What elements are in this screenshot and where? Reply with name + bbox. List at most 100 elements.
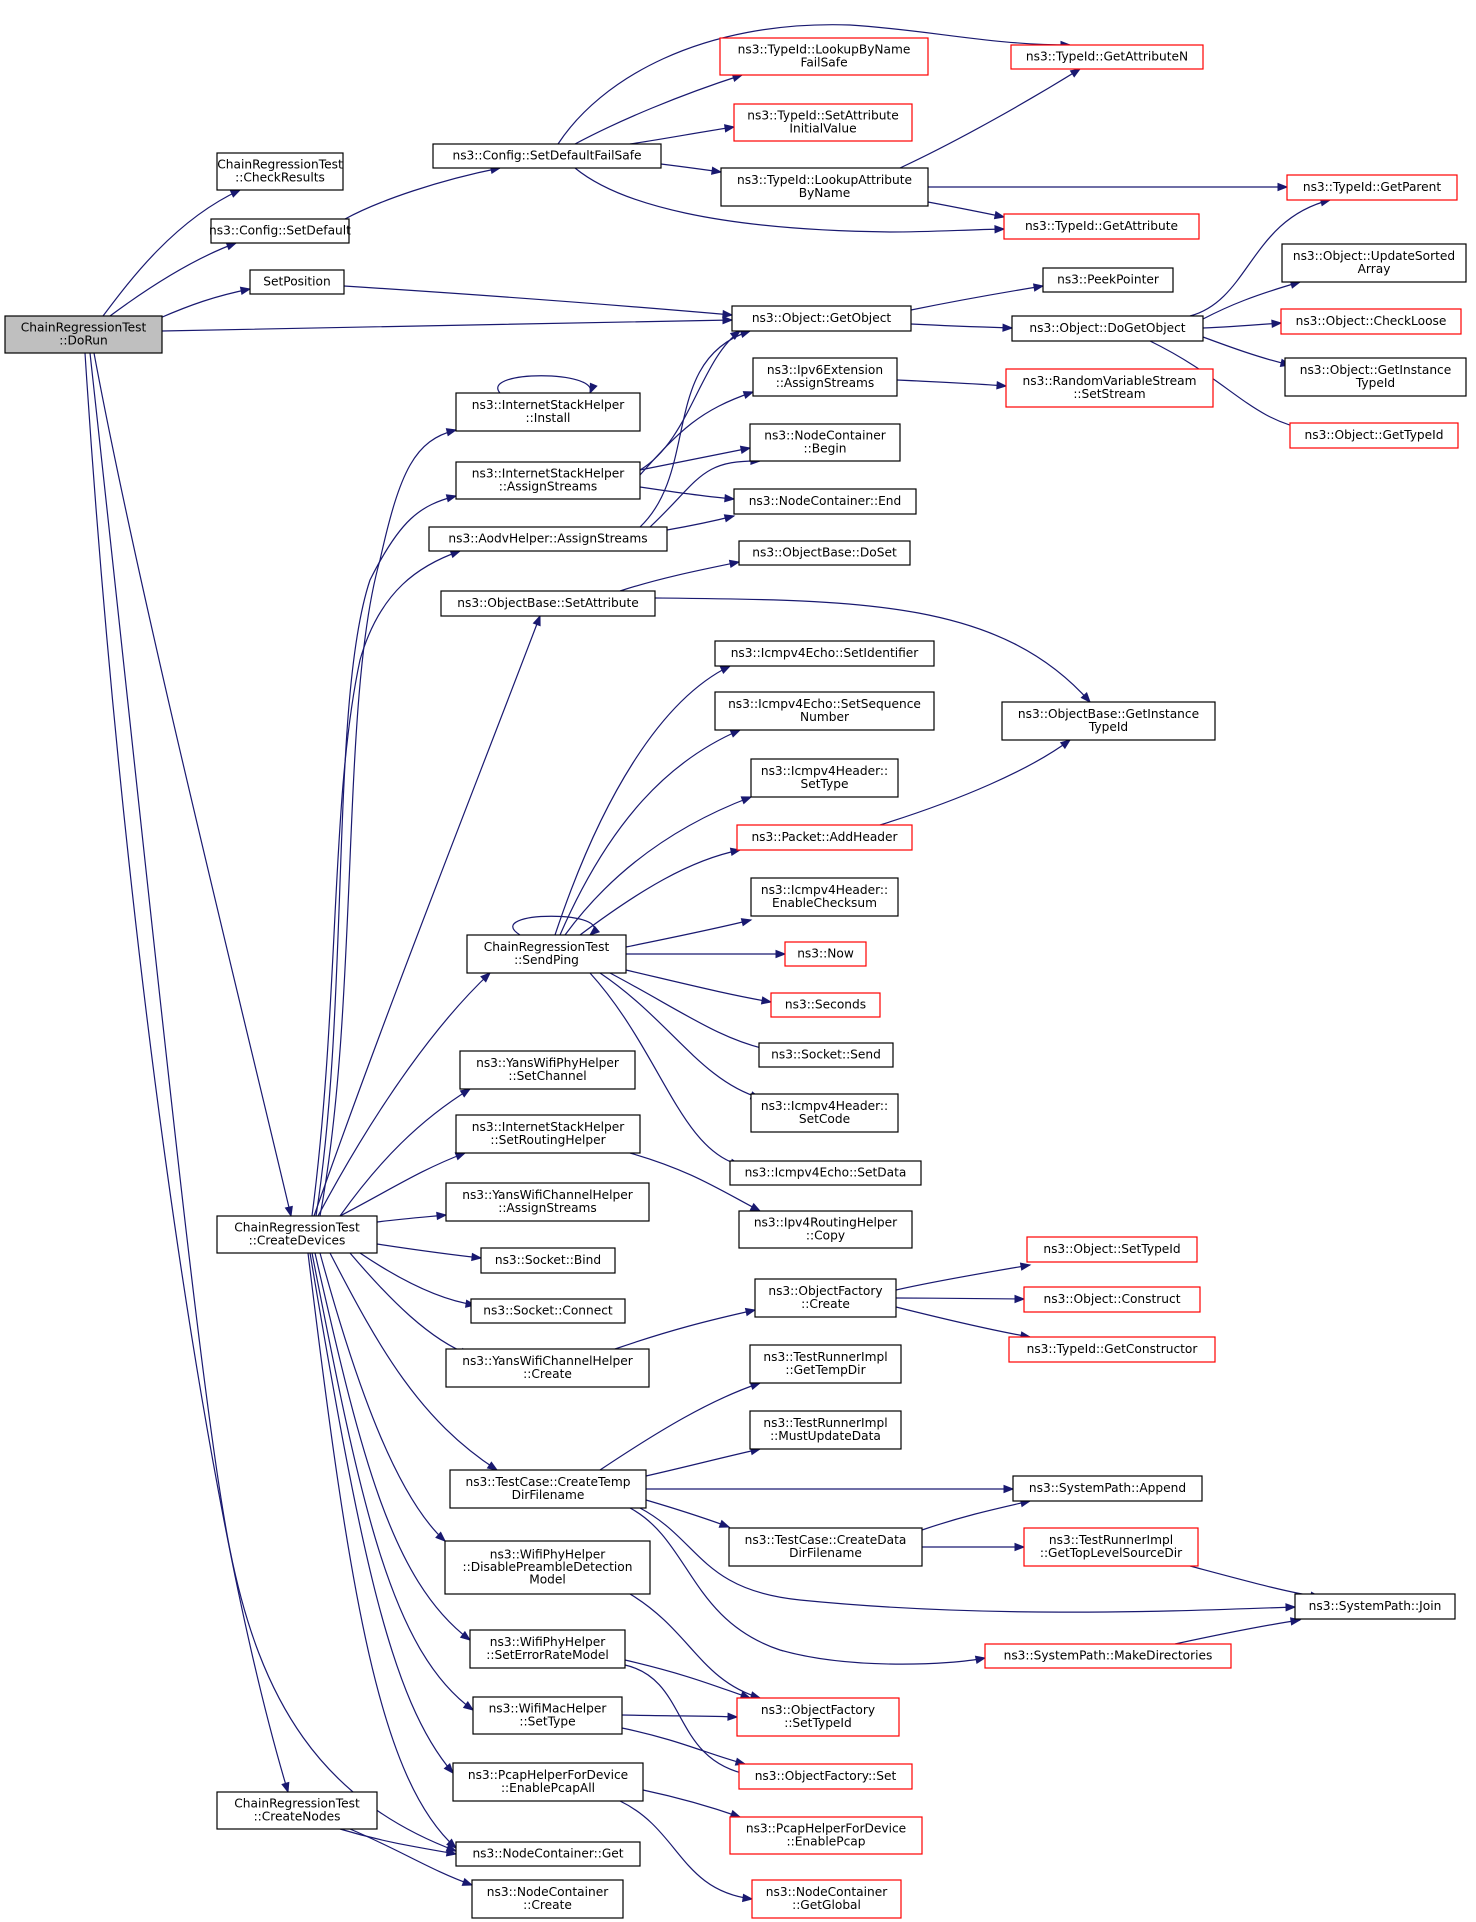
node-pcap_enablepcapall[interactable]: ns3::PcapHelperForDevice::EnablePcapAll bbox=[452, 1762, 644, 1802]
node-sp_makedirectories[interactable]: ns3::SystemPath::MakeDirectories bbox=[984, 1643, 1232, 1669]
node-setdefaultfailsafe[interactable]: ns3::Config::SetDefaultFailSafe bbox=[432, 143, 662, 169]
node-rvs_setstream[interactable]: ns3::RandomVariableStream::SetStream bbox=[1005, 368, 1214, 408]
node-ish_install[interactable]: ns3::InternetStackHelper::Install bbox=[455, 392, 641, 432]
node-echo_setidentifier[interactable]: ns3::Icmpv4Echo::SetIdentifier bbox=[714, 640, 935, 667]
node-box bbox=[751, 1879, 902, 1919]
node-nc_create[interactable]: ns3::NodeContainer::Create bbox=[471, 1879, 624, 1919]
node-createdevices[interactable]: ChainRegressionTest::CreateDevices bbox=[216, 1215, 378, 1254]
node-label: ns3::Object::UpdateSorted bbox=[1293, 249, 1455, 263]
node-label: ns3::SystemPath::Join bbox=[1309, 1599, 1442, 1613]
node-label: ::CreateNodes bbox=[254, 1809, 341, 1823]
node-label: ::CreateDevices bbox=[249, 1233, 346, 1247]
call-edge-tc_createtempdirfilename-to-tc_createdatadirfilename bbox=[645, 1499, 731, 1528]
node-ob_doset[interactable]: ns3::ObjectBase::DoSet bbox=[738, 540, 911, 566]
node-label: ::GetGlobal bbox=[792, 1898, 861, 1912]
node-ipv6ext_assignstreams[interactable]: ns3::Ipv6Extension::AssignStreams bbox=[752, 357, 898, 397]
node-aodv_assignstreams[interactable]: ns3::AodvHelper::AssignStreams bbox=[428, 526, 668, 552]
node-ish_setroutinghelper[interactable]: ns3::InternetStackHelper::SetRoutingHelp… bbox=[455, 1114, 641, 1154]
node-packet_addheader[interactable]: ns3::Packet::AddHeader bbox=[736, 824, 913, 851]
node-socket_connect[interactable]: ns3::Socket::Connect bbox=[470, 1298, 626, 1324]
node-nc_end[interactable]: ns3::NodeContainer::End bbox=[733, 488, 917, 515]
node-hdr_settype[interactable]: ns3::Icmpv4Header::SetType bbox=[750, 758, 899, 798]
node-of_settypeid[interactable]: ns3::ObjectFactory::SetTypeId bbox=[736, 1697, 900, 1737]
node-label: FailSafe bbox=[800, 55, 847, 69]
node-ipv4rh_copy[interactable]: ns3::Ipv4RoutingHelper::Copy bbox=[738, 1210, 913, 1249]
call-edge-createdevices-to-socket_bind bbox=[376, 1243, 483, 1262]
node-getobject[interactable]: ns3::Object::GetObject bbox=[731, 305, 912, 332]
node-wph_seterrorratemodel[interactable]: ns3::WifiPhyHelper::SetErrorRateModel bbox=[469, 1629, 626, 1669]
node-seconds[interactable]: ns3::Seconds bbox=[770, 992, 881, 1018]
node-of_create[interactable]: ns3::ObjectFactory::Create bbox=[754, 1278, 897, 1318]
node-box bbox=[733, 488, 917, 515]
node-label: ChainRegressionTest bbox=[21, 321, 147, 335]
node-hdr_setcode[interactable]: ns3::Icmpv4Header::SetCode bbox=[750, 1093, 899, 1133]
node-tri_mustupdatedata[interactable]: ns3::TestRunnerImpl::MustUpdateData bbox=[749, 1410, 902, 1450]
call-edge-ob_setattribute-to-ob_getinstancetypeid bbox=[654, 597, 1091, 704]
node-box bbox=[455, 461, 641, 500]
node-tri_gettoplevelsourcedir[interactable]: ns3::TestRunnerImpl::GetTopLevelSourceDi… bbox=[1023, 1527, 1199, 1567]
node-getattributen[interactable]: ns3::TypeId::GetAttributeN bbox=[1010, 44, 1204, 70]
node-socket_send[interactable]: ns3::Socket::Send bbox=[758, 1042, 894, 1068]
node-echo_setdata[interactable]: ns3::Icmpv4Echo::SetData bbox=[729, 1160, 922, 1186]
node-wph_disablepreamble[interactable]: ns3::WifiPhyHelper::DisablePreambleDetec… bbox=[444, 1540, 651, 1595]
node-label: ns3::Object::CheckLoose bbox=[1296, 314, 1447, 328]
node-label: ns3::NodeContainer::Get bbox=[472, 1847, 623, 1861]
node-label: ::DisablePreambleDetection bbox=[463, 1560, 633, 1574]
node-ish_assignstreams[interactable]: ns3::InternetStackHelper::AssignStreams bbox=[455, 461, 641, 500]
node-nc_begin[interactable]: ns3::NodeContainer::Begin bbox=[749, 423, 901, 462]
node-label: InitialValue bbox=[789, 121, 856, 135]
node-sp_join[interactable]: ns3::SystemPath::Join bbox=[1294, 1593, 1456, 1620]
node-box bbox=[210, 218, 350, 244]
node-box bbox=[440, 590, 656, 617]
node-wmh_settype[interactable]: ns3::WifiMacHelper::SetType bbox=[472, 1696, 623, 1735]
node-now[interactable]: ns3::Now bbox=[784, 941, 867, 967]
node-checkresults[interactable]: ChainRegressionTest::CheckResults bbox=[216, 152, 344, 191]
node-yanschan_assignstreams[interactable]: ns3::YansWifiChannelHelper::AssignStream… bbox=[445, 1182, 650, 1222]
node-ob_setattribute[interactable]: ns3::ObjectBase::SetAttribute bbox=[440, 590, 656, 617]
node-label: ns3::PeekPointer bbox=[1057, 273, 1160, 287]
node-yanschan_create[interactable]: ns3::YansWifiChannelHelper::Create bbox=[445, 1348, 650, 1388]
node-setposition[interactable]: SetPosition bbox=[249, 269, 345, 295]
node-label: ns3::Ipv6Extension bbox=[767, 363, 883, 377]
node-getattribute[interactable]: ns3::TypeId::GetAttribute bbox=[1003, 213, 1200, 240]
node-nc_get[interactable]: ns3::NodeContainer::Get bbox=[455, 1841, 641, 1867]
node-box bbox=[455, 1841, 641, 1867]
node-checkloose[interactable]: ns3::Object::CheckLoose bbox=[1280, 308, 1462, 335]
node-obj_settypeid[interactable]: ns3::Object::SetTypeId bbox=[1026, 1236, 1198, 1263]
node-label: ns3::ObjectBase::GetInstance bbox=[1018, 707, 1199, 721]
node-pcap_enablepcap[interactable]: ns3::PcapHelperForDevice::EnablePcap bbox=[729, 1816, 923, 1855]
call-edge-packet_addheader-to-ob_getinstancetypeid bbox=[879, 739, 1072, 826]
node-nc_getglobal[interactable]: ns3::NodeContainer::GetGlobal bbox=[751, 1879, 902, 1919]
node-setdefault[interactable]: ns3::Config::SetDefault bbox=[209, 218, 351, 244]
node-yansphy_setchannel[interactable]: ns3::YansWifiPhyHelper::SetChannel bbox=[459, 1050, 636, 1090]
node-label: ChainRegressionTest bbox=[484, 940, 610, 954]
node-tri_gettempdir[interactable]: ns3::TestRunnerImpl::GetTempDir bbox=[749, 1344, 902, 1384]
node-hdr_enablechecksum[interactable]: ns3::Icmpv4Header::EnableChecksum bbox=[750, 877, 899, 917]
node-createnodes[interactable]: ChainRegressionTest::CreateNodes bbox=[216, 1791, 378, 1830]
node-of_set[interactable]: ns3::ObjectFactory::Set bbox=[738, 1763, 913, 1790]
node-peekpointer[interactable]: ns3::PeekPointer bbox=[1042, 267, 1174, 293]
node-socket_bind[interactable]: ns3::Socket::Bind bbox=[480, 1247, 616, 1274]
node-box bbox=[472, 1696, 623, 1735]
node-sendping[interactable]: ChainRegressionTest::SendPing bbox=[466, 934, 627, 974]
node-label: ns3::Socket::Bind bbox=[495, 1253, 601, 1267]
node-dogetobject[interactable]: ns3::Object::DoGetObject bbox=[1011, 315, 1204, 342]
node-getparent[interactable]: ns3::TypeId::GetParent bbox=[1286, 174, 1458, 201]
node-typeid_getconstructor[interactable]: ns3::TypeId::GetConstructor bbox=[1008, 1336, 1216, 1363]
node-root[interactable]: ChainRegressionTest::DoRun bbox=[4, 315, 163, 354]
node-obj_construct[interactable]: ns3::Object::Construct bbox=[1023, 1286, 1201, 1313]
node-sp_append[interactable]: ns3::SystemPath::Append bbox=[1012, 1475, 1203, 1502]
call-edge-createdevices-to-wmh_settype bbox=[311, 1252, 475, 1711]
node-obj_gettypeid[interactable]: ns3::Object::GetTypeId bbox=[1289, 422, 1459, 449]
node-box bbox=[736, 1697, 900, 1737]
call-edge-createdevices-to-pcap_enablepcapall bbox=[309, 1252, 454, 1775]
